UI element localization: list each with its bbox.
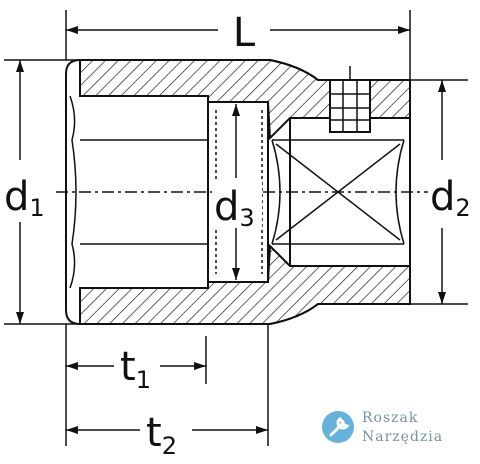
watermark: Roszak Narzędzia bbox=[322, 410, 443, 445]
watermark-line2: Narzędzia bbox=[362, 429, 443, 445]
label-d2: d2 bbox=[430, 174, 471, 222]
retaining-ball bbox=[329, 66, 371, 133]
label-t2-sub: 2 bbox=[162, 432, 177, 460]
watermark-line1: Roszak bbox=[362, 410, 418, 426]
label-d2-sub: 2 bbox=[455, 194, 470, 222]
dimension-lines bbox=[4, 10, 468, 446]
label-t2: t2 bbox=[146, 410, 177, 460]
dimension-labels: L d1 d3 d2 t1 t2 bbox=[0, 10, 480, 460]
label-d3-sub: 3 bbox=[239, 204, 254, 232]
label-d1: d1 bbox=[4, 174, 45, 222]
hex-bore-d1 bbox=[69, 95, 209, 289]
label-d3: d3 bbox=[214, 184, 255, 232]
bottom-wall-section bbox=[79, 243, 411, 325]
label-t1: t1 bbox=[120, 344, 151, 394]
socket-outline bbox=[65, 59, 411, 325]
label-d1-sub: 1 bbox=[29, 194, 44, 222]
wrench-icon bbox=[322, 411, 354, 443]
socket-body bbox=[56, 59, 430, 325]
label-t1-sub: 1 bbox=[136, 366, 151, 394]
label-L: L bbox=[233, 10, 256, 56]
